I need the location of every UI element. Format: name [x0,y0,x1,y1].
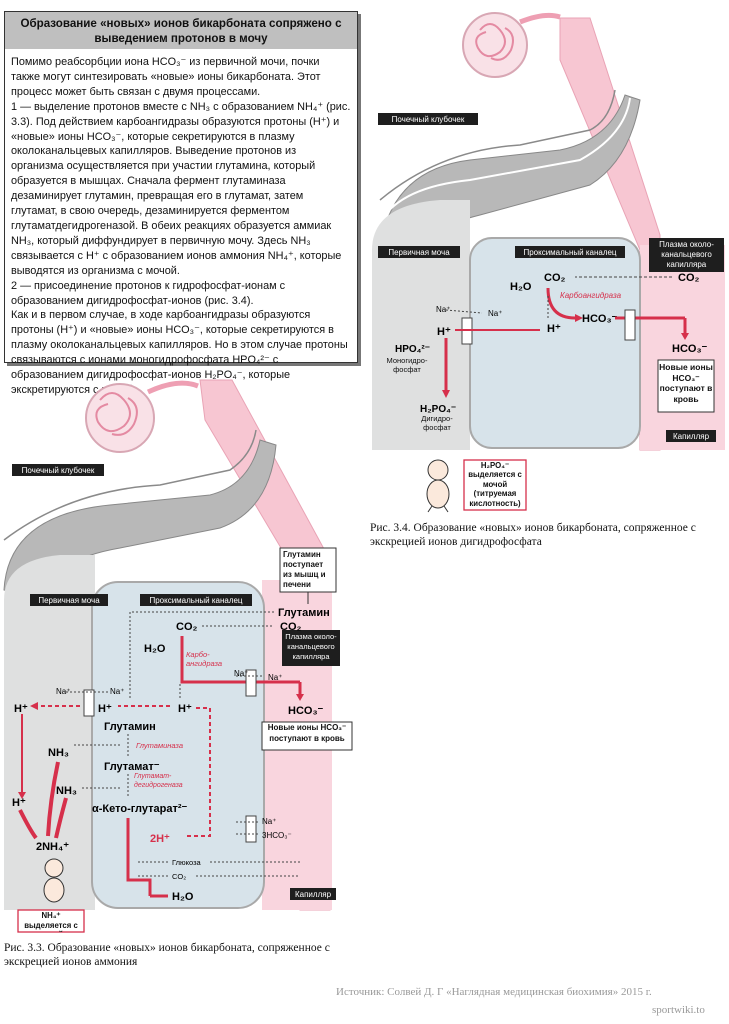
co2-b-label: CO₂ [172,872,186,881]
nh4-excreted-text: NH₄⁺ выделяется с мочой [24,911,78,932]
h2o-label: H₂O [144,643,166,655]
na-label-2: Na⁺ [268,673,282,682]
dihydro-label: Дигидро-фосфат [421,414,453,432]
ketoglutarate-label: α-Кето-глутарат²⁻ [92,803,188,815]
antiport-right [245,669,257,697]
h2o-b-label: H₂O [172,891,194,903]
co2-label: CO₂ [176,621,198,633]
source-text: Источник: Солвей Д. Г «Наглядная медицин… [336,986,652,998]
hco3-label: HCO₃⁻ [288,705,324,717]
glucose-label: Глюкоза [172,858,202,867]
glutamate-label: Глутамат⁻ [104,761,160,773]
info-paragraph: 2 — присоединение протонов к гидрофосфат… [11,279,286,307]
info-box: Образование «новых» ионов бикарбоната со… [4,11,358,396]
capillary-label: Капилляр [673,432,710,441]
h-left-label: H⁺ [437,326,451,338]
info-paragraph: Помимо реабсорбции иона HCO₃⁻ из первичн… [11,56,321,98]
nh3-label-b: NH₃ [56,785,77,797]
info-box-body: Помимо реабсорбции иона HCO₃⁻ из первичн… [5,49,357,398]
info-paragraph: Как и в первом случае, в ходе карбоангид… [11,309,348,396]
reaction-arrow [546,287,576,320]
h-right-label: H⁺ [98,703,112,715]
na-label-3: Na⁺ [56,687,70,696]
co2-cell-label: CO₂ [544,272,566,284]
glomerulus-label: Почечный клубочек [22,466,95,475]
hco3-cell-label: HCO₃⁻ [582,313,618,325]
plasma-label: Плазма около-канальцевого капилляра [659,240,714,269]
carbo-label: Карбо-ангидраза [186,650,223,668]
h-cell-label: H⁺ [547,323,561,335]
co2-top-label: CO₂ [280,621,302,633]
new-ions-text: Новые ионы HCO₃⁻ поступают в кровь [267,723,347,743]
glomerulus-label: Почечный клубочек [392,115,465,124]
glomerulus-icon [462,12,561,78]
prox-tubule-label: Проксимальный каналец [523,248,616,257]
info-box-title: Образование «новых» ионов бикарбоната со… [5,12,357,49]
three-hco3-label: 3HCO₃⁻ [262,831,292,840]
glutamine-top-label: Глутамин [278,607,330,619]
child-icon [426,459,450,513]
new-ions-box [261,721,353,751]
na-label-4: Na⁺ [110,687,124,696]
new-ions-box [657,359,715,413]
info-paragraph: 1 — выделение протонов вместе с NH₃ с об… [11,100,351,277]
two-h-label: 2H⁺ [150,833,170,845]
carbo-label: Карбоангидраза [560,291,622,300]
hpo4-label: HPO₄²⁻ [395,344,430,355]
capillary-label: Капилляр [295,890,332,899]
na-label-1: Na⁺ [436,305,450,314]
antiport-left [83,689,95,717]
primary-urine-label: Первичная моча [38,596,100,605]
nh3-label-a: NH₃ [48,747,69,759]
h-low-label: H⁺ [12,797,26,809]
website-text: sportwiki.to [652,1004,705,1016]
new-ions-text: Новые ионы HCO₃⁻ поступают в кровь [659,362,713,404]
co2-plasma-label: CO₂ [678,272,700,284]
glutamine-label: Глутамин [104,721,156,733]
na-label-2: Na⁺ [488,309,502,318]
reaction-arrow [180,636,300,684]
prox-tubule-label: Проксимальный каналец [149,596,242,605]
glutamine-note-box [279,547,337,593]
primary-urine-label: Первичная моча [388,248,450,257]
na-label-1: Na⁺ [234,669,248,678]
figure-3-4-caption: Рис. 3.4. Образование «новых» ионов бика… [370,522,696,548]
capillary-region [640,245,725,450]
h-cell-label: H⁺ [178,703,192,715]
glutamine-note: Глутамин поступает из мышц и печени [283,550,326,589]
h2po4-label: H₂PO₄⁻ [420,404,456,415]
h-left-label: H⁺ [14,703,28,715]
glutaminase-label: Глутаминаза [136,741,183,750]
plasma-label: Плазма около-канальцевого капилляра [285,632,337,661]
gdh-label: Глутамат-дегидрогеназа [134,773,183,789]
h2o-label: H₂O [510,281,532,293]
figure-3-3-caption: Рис. 3.3. Образование «новых» ионов бика… [4,942,330,968]
nh4-excreted-box [17,909,85,933]
monohydro-label: Моногидро-фосфат [386,356,428,374]
glomerulus-icon [85,380,199,453]
excreted-box [463,459,527,511]
figure-3-4-diagram: Почечный клубочек Первичная моча Проксим… [371,12,725,513]
child-icon [43,858,65,903]
two-nh4-label: 2NH₄⁺ [36,841,69,853]
figure-3-3-diagram: Почечный клубочек Первичная моча Проксим… [3,379,353,933]
antiport-right [624,309,636,341]
na-label-5: Na⁺ [262,817,276,826]
hco3-plasma-label: HCO₃⁻ [672,343,708,355]
excreted-text: H₂PO₄⁻ выделяется с мочой (титруемая кис… [468,461,522,508]
